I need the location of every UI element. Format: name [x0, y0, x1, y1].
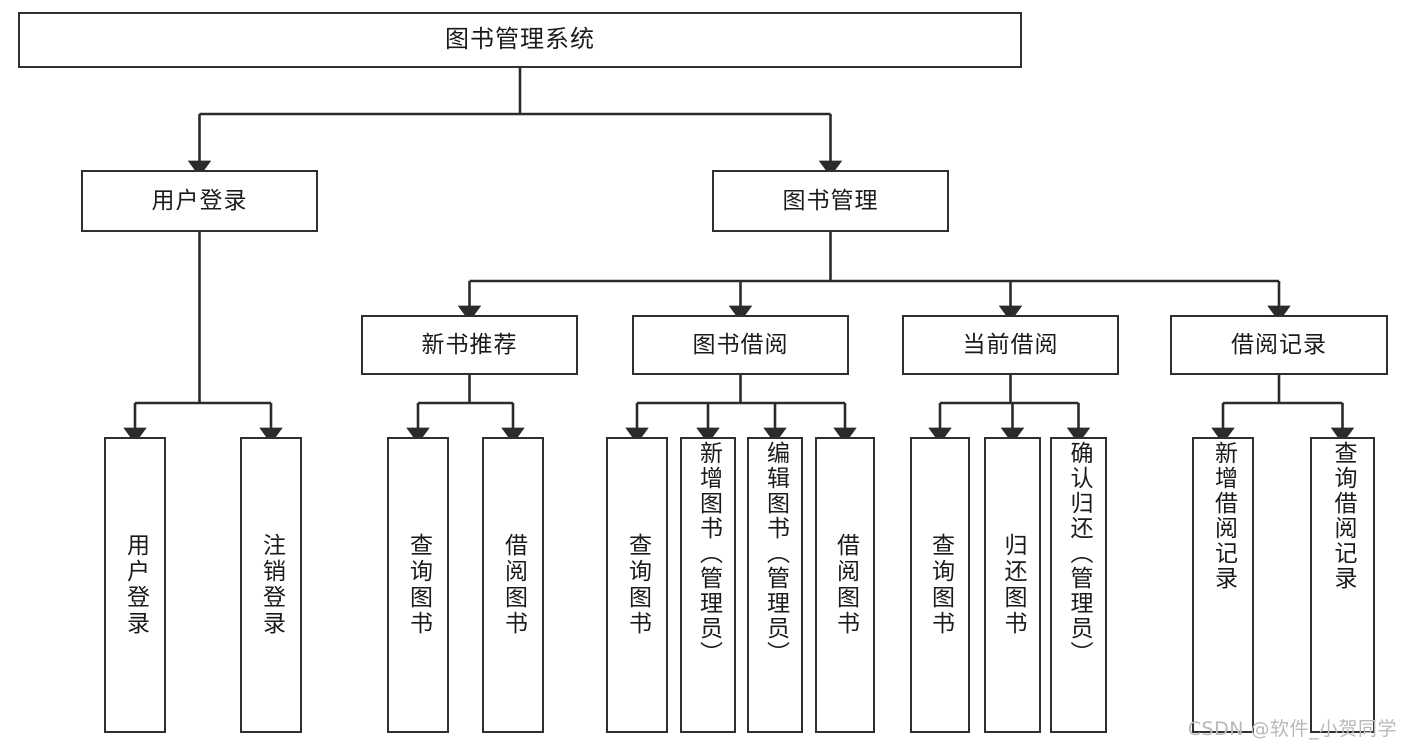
node-label: 用户登录	[122, 533, 149, 637]
node-leaf8[interactable]: 借阅图书	[815, 437, 875, 733]
node-label: 查询图书	[405, 533, 432, 637]
node-label: 图书借阅	[692, 331, 789, 358]
node-leaf5[interactable]: 查询图书	[606, 437, 668, 733]
edge-group	[123, 68, 1355, 444]
node-label: 借阅记录	[1231, 331, 1327, 358]
node-records[interactable]: 借阅记录	[1170, 315, 1388, 375]
node-leaf13[interactable]: 查询借阅记录	[1310, 437, 1375, 733]
node-label: 编辑图书（管理员）	[762, 441, 789, 666]
node-label: 新书推荐	[421, 331, 518, 358]
node-borrow[interactable]: 图书借阅	[632, 315, 849, 375]
node-label: 图书管理	[782, 187, 879, 214]
node-label: 查询借阅记录	[1330, 441, 1356, 591]
node-leaf3[interactable]: 查询图书	[387, 437, 449, 733]
node-label: 借阅图书	[500, 533, 527, 637]
node-leaf9[interactable]: 查询图书	[910, 437, 970, 733]
node-label: 注销登录	[258, 533, 285, 637]
node-label: 用户登录	[151, 187, 248, 214]
node-leaf10[interactable]: 归还图书	[984, 437, 1041, 733]
node-leaf12[interactable]: 新增借阅记录	[1192, 437, 1254, 733]
node-leaf7[interactable]: 编辑图书（管理员）	[747, 437, 803, 733]
node-leaf1[interactable]: 用户登录	[104, 437, 166, 733]
node-label: 当前借阅	[962, 331, 1059, 358]
node-label: 借阅图书	[832, 533, 859, 637]
node-bookmgmt[interactable]: 图书管理	[712, 170, 949, 232]
node-label: 确认归还（管理员）	[1066, 441, 1092, 666]
node-label: 归还图书	[1000, 533, 1026, 637]
node-leaf6[interactable]: 新增图书（管理员）	[680, 437, 736, 733]
node-leaf2[interactable]: 注销登录	[240, 437, 302, 733]
node-root[interactable]: 图书管理系统	[18, 12, 1022, 68]
node-label: 新增借阅记录	[1210, 441, 1237, 591]
node-newbook[interactable]: 新书推荐	[361, 315, 578, 375]
node-leaf11[interactable]: 确认归还（管理员）	[1050, 437, 1107, 733]
node-leaf4[interactable]: 借阅图书	[482, 437, 544, 733]
node-label: 查询图书	[927, 533, 954, 637]
node-login[interactable]: 用户登录	[81, 170, 318, 232]
node-label: 新增图书（管理员）	[695, 441, 722, 666]
watermark: CSDN @软件_小贺同学	[1187, 718, 1397, 740]
node-current[interactable]: 当前借阅	[902, 315, 1119, 375]
node-label: 图书管理系统	[445, 25, 595, 54]
node-label: 查询图书	[624, 533, 651, 637]
